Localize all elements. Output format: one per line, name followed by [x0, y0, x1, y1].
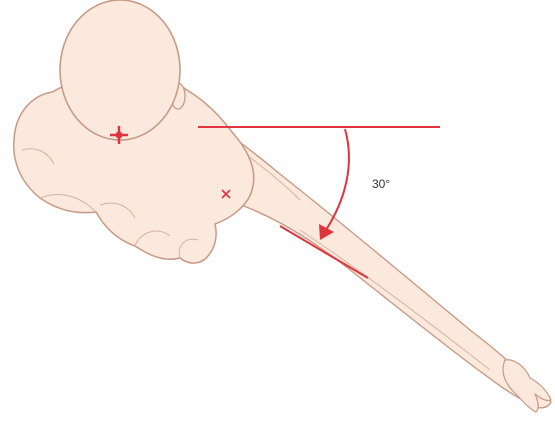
- arm: [205, 120, 551, 412]
- angle-label: 30°: [372, 177, 390, 191]
- head-shape: [60, 0, 180, 140]
